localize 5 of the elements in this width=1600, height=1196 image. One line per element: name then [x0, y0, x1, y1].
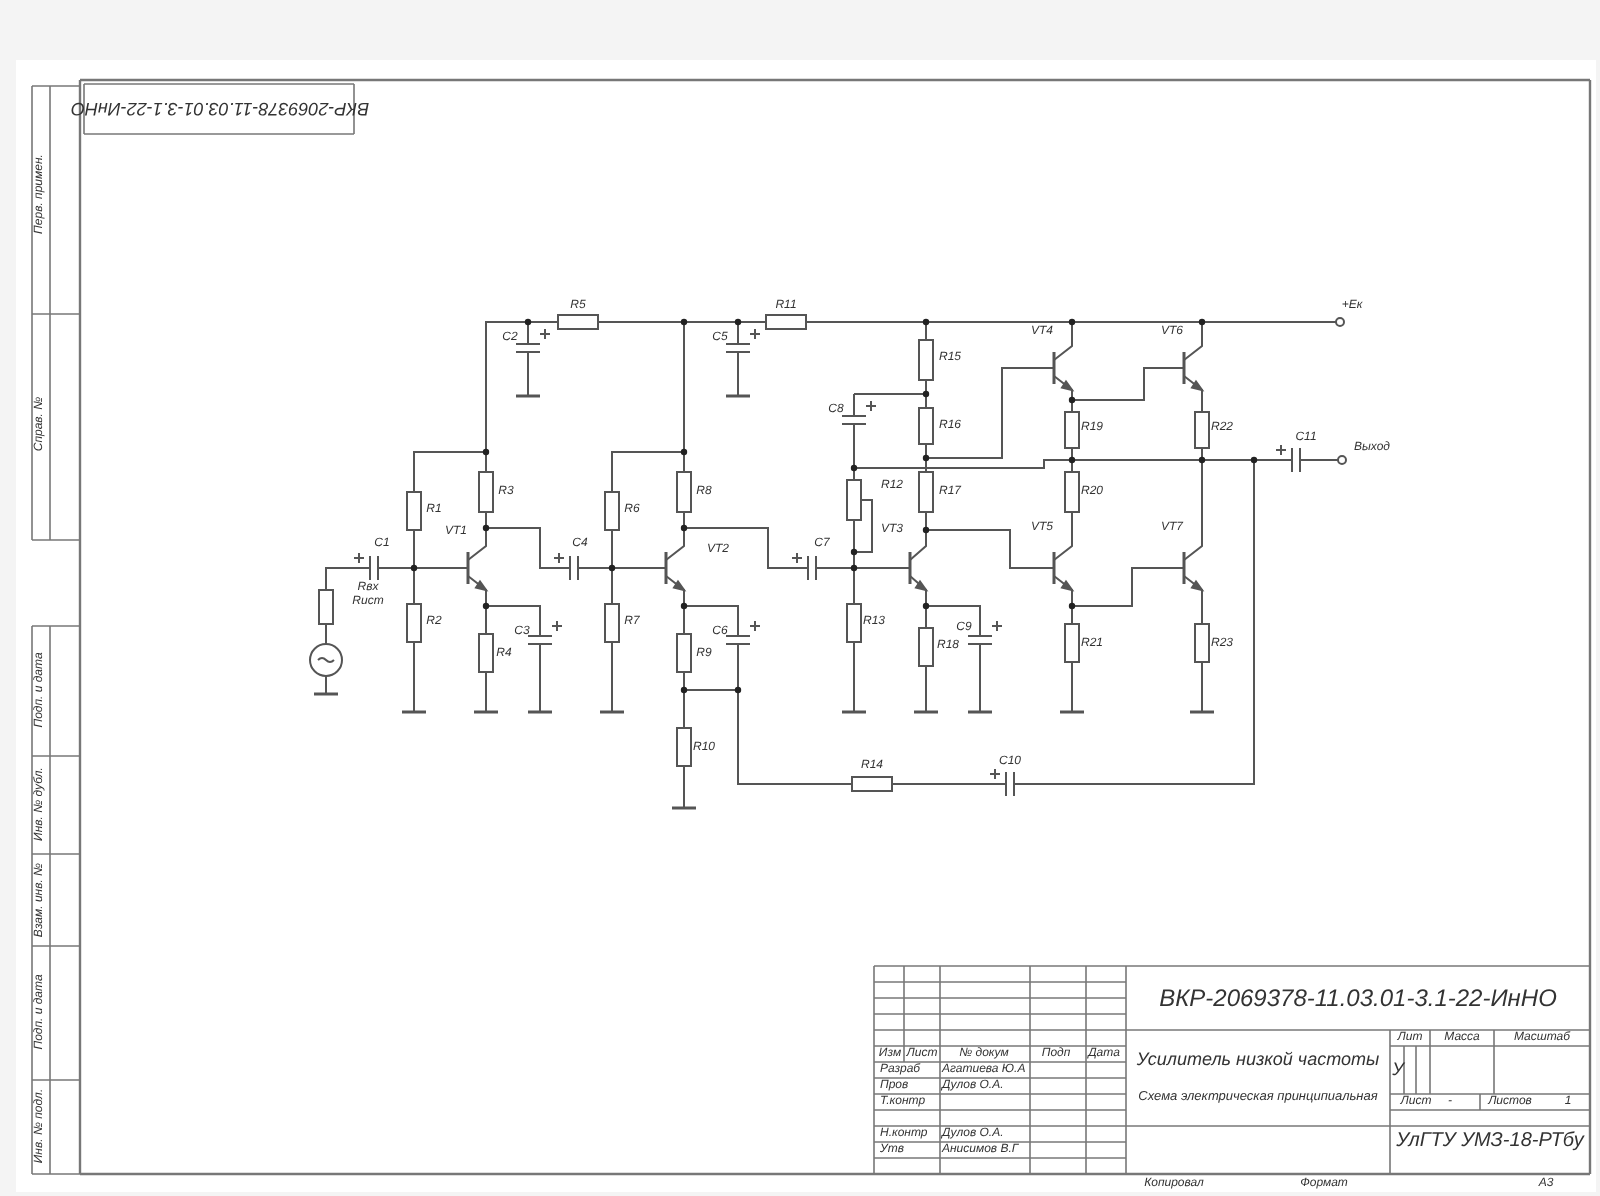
document-code: ВКР-2069378-11.03.01-3.1-22-ИнНО [1159, 986, 1557, 1010]
organization-code: УлГТУ УМЗ-18-РТбу [1396, 1132, 1584, 1152]
document-title: Усилитель низкой частоты [1136, 1051, 1380, 1069]
document-code: ВКР-2069378-11.03.01-3.1-22-ИнНО [70, 99, 370, 117]
table-cell-text: У [1392, 1061, 1404, 1079]
